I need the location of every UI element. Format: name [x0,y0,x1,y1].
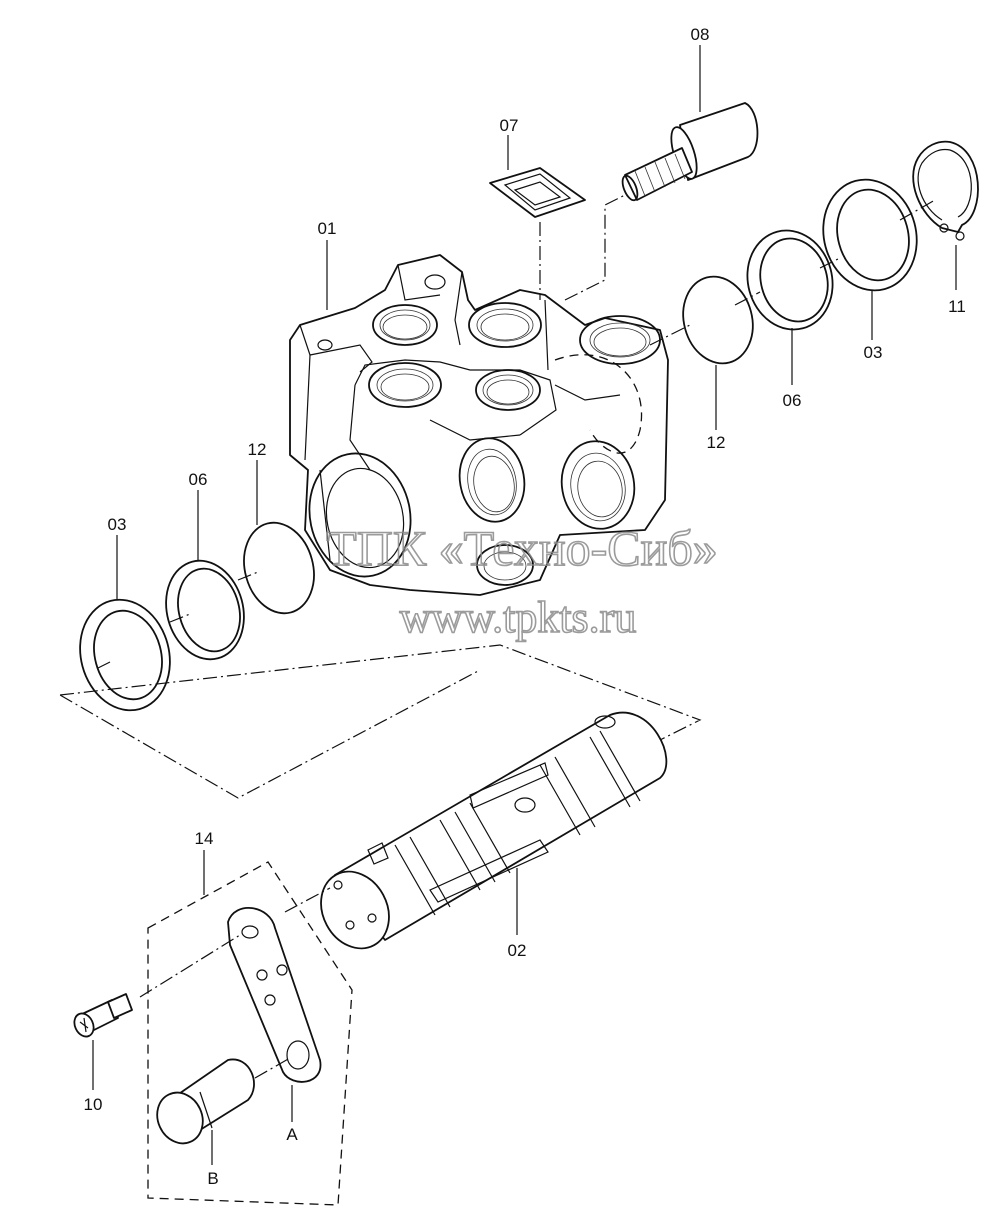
part-07-plate [489,167,586,218]
part-10-bolt [73,993,133,1038]
label-03-right: 03 [864,343,883,362]
part-06-ring-left [165,559,245,661]
watermark-line2: www.tpkts.ru [400,593,637,642]
label-03-left: 03 [108,515,127,534]
watermark-line1: ТПК «Техно-Сиб» [326,520,718,576]
part-A-lever [227,907,322,1083]
label-06-right: 06 [783,391,802,410]
label-10: 10 [84,1095,103,1114]
label-B: B [207,1169,218,1188]
part-labels: 08 07 01 11 03 06 12 12 06 03 14 02 10 A… [84,25,966,1188]
center-lines [59,194,936,1079]
label-A: A [286,1125,298,1144]
label-12-right: 12 [707,433,726,452]
part-03-ring-left [79,598,171,712]
label-01: 01 [318,219,337,238]
label-12-left: 12 [248,440,267,459]
label-11: 11 [948,297,966,316]
part-B-pin [156,1058,255,1145]
part-14-assembly-boundary [147,861,353,1206]
watermark: ТПК «Техно-Сиб» www.tpkts.ru [325,519,718,643]
valve-body-part-01 [289,254,669,596]
leader-lines [92,45,957,1165]
part-02-spool [320,711,668,950]
part-08-plug-bolt [621,102,759,202]
label-08: 08 [691,25,710,44]
part-03-ring-right [822,178,918,292]
label-02: 02 [508,941,527,960]
label-07: 07 [500,116,519,135]
part-06-ring-right [746,229,834,331]
label-14: 14 [195,829,214,848]
part-12-oring-right [682,275,754,365]
part-11-snap-ring [912,140,979,241]
label-06-left: 06 [189,470,208,489]
